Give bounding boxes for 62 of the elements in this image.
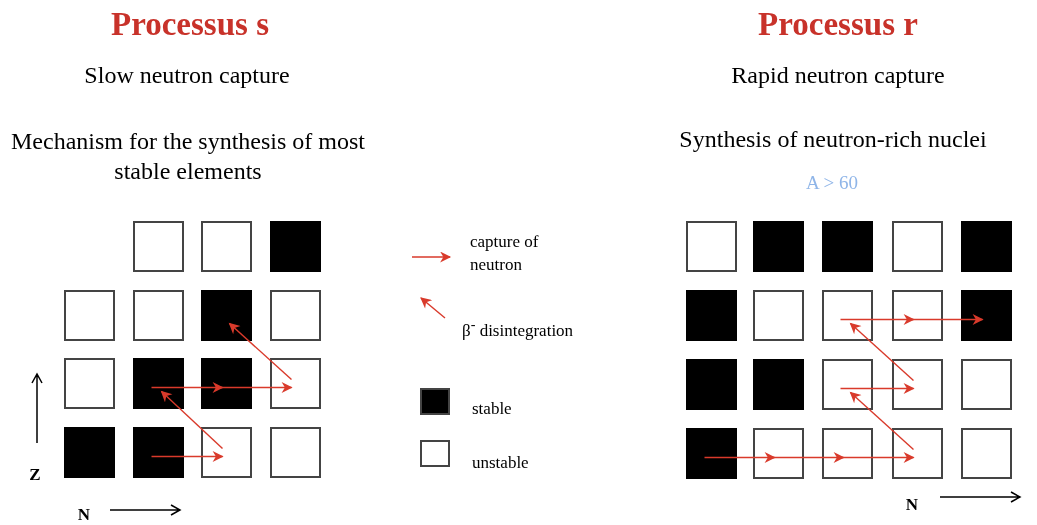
outlined-square <box>753 290 804 341</box>
outlined-square <box>961 428 1012 479</box>
outlined-square <box>822 290 873 341</box>
subtitle: Slow neutron capture <box>83 62 291 89</box>
outlined-square <box>133 290 184 341</box>
arrow <box>909 314 984 325</box>
heading: Processus r <box>757 6 919 43</box>
outlined-square <box>686 221 737 272</box>
outlined-square <box>270 290 321 341</box>
arrow <box>228 322 293 381</box>
description: Mechanism for the synthesis of most stable elements <box>10 127 366 186</box>
filled-square <box>201 358 252 409</box>
axis-label: Z <box>28 465 42 485</box>
arrow <box>770 452 845 463</box>
arrow <box>160 390 224 450</box>
description: Synthesis of neutron-rich nuclei <box>678 126 988 153</box>
filled-square <box>753 359 804 410</box>
subtitle: Rapid neutron capture <box>730 62 946 89</box>
outlined-square <box>201 221 252 272</box>
filled-square <box>686 359 737 410</box>
outlined-square <box>64 358 115 409</box>
filled-square <box>961 290 1012 341</box>
filled-square <box>686 290 737 341</box>
filled-square <box>270 221 321 272</box>
outlined-square <box>133 221 184 272</box>
filled-square <box>961 221 1012 272</box>
arrow <box>218 382 293 393</box>
filled-square <box>753 221 804 272</box>
arrow <box>839 314 915 325</box>
outlined-square <box>201 427 252 478</box>
outlined-square <box>892 290 943 341</box>
arrow <box>849 322 915 382</box>
arrow <box>839 452 915 463</box>
outlined-square <box>64 290 115 341</box>
arrow <box>839 383 915 394</box>
outlined-square <box>822 428 873 479</box>
filled-square <box>64 427 115 478</box>
outlined-square <box>270 358 321 409</box>
heading: Processus s <box>110 6 270 43</box>
outlined-square <box>892 221 943 272</box>
filled-square <box>686 428 737 479</box>
arrow <box>150 382 224 393</box>
arrow <box>849 391 915 451</box>
filled-square <box>822 221 873 272</box>
outlined-square <box>961 359 1012 410</box>
axis-label: N <box>76 505 92 525</box>
outlined-square <box>270 427 321 478</box>
legend-text: stable <box>472 398 513 420</box>
legend-text: capture of neutron <box>470 231 540 276</box>
legend-text: β$^{-}$ disintegration <box>462 315 575 342</box>
legend-text: unstable <box>472 452 530 474</box>
annotation: A > 60 <box>805 172 859 194</box>
arrow <box>703 452 776 463</box>
arrow <box>150 451 224 462</box>
outlined-square <box>892 359 943 410</box>
axis-label: N <box>904 495 920 515</box>
filled-square <box>133 427 184 478</box>
filled-square <box>133 358 184 409</box>
filled-square <box>201 290 252 341</box>
outlined-square <box>753 428 804 479</box>
outlined-square <box>892 428 943 479</box>
outlined-square <box>822 359 873 410</box>
